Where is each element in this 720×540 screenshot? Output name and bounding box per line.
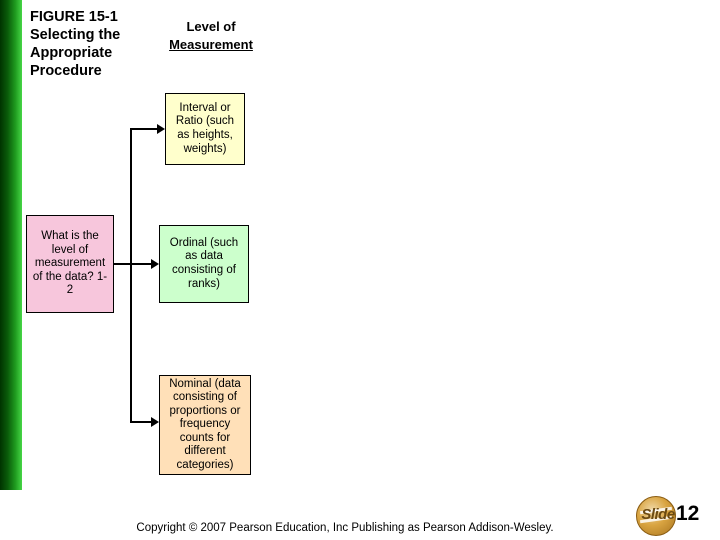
- arrowhead-interval-icon: [157, 124, 165, 134]
- left-accent-bar-footer: [0, 490, 22, 540]
- arrowhead-ordinal-icon: [151, 259, 159, 269]
- slide-badge: Slide 12: [636, 496, 699, 536]
- figure-label: FIGURE 15-1: [30, 9, 118, 25]
- box-question: What is the level of measurement of the …: [26, 215, 114, 313]
- left-accent-bar: [0, 0, 22, 490]
- slide-number: 12: [676, 502, 700, 525]
- box-ordinal-text: Ordinal (such as data consisting of rank…: [169, 236, 239, 290]
- box-nominal-text: Nominal (data consisting of proportions …: [169, 377, 241, 471]
- connector-trunk: [130, 129, 132, 423]
- box-question-text: What is the level of measurement of the …: [32, 230, 108, 297]
- figure-title-text: Selecting the Appropriate Procedure: [30, 27, 121, 80]
- column-header-line1: Level of: [186, 19, 236, 34]
- badge-word: Slide: [641, 506, 675, 523]
- connector-question-stem: [114, 263, 131, 265]
- box-interval-ratio: Interval or Ratio (such as heights, weig…: [165, 93, 245, 165]
- column-header: Level of Measurement: [152, 18, 270, 53]
- connector-arm-interval: [130, 128, 158, 130]
- box-nominal: Nominal (data consisting of proportions …: [159, 375, 251, 475]
- connector-arm-nominal: [130, 421, 152, 423]
- connector-arm-ordinal: [130, 263, 152, 265]
- arrowhead-nominal-icon: [151, 417, 159, 427]
- copyright-notice: Copyright © 2007 Pearson Education, Inc …: [136, 522, 554, 534]
- box-ordinal: Ordinal (such as data consisting of rank…: [159, 225, 249, 303]
- figure-title: FIGURE 15-1 Selecting the Appropriate Pr…: [30, 8, 160, 81]
- box-interval-ratio-text: Interval or Ratio (such as heights, weig…: [175, 101, 235, 155]
- column-header-line2: Measurement: [169, 36, 253, 52]
